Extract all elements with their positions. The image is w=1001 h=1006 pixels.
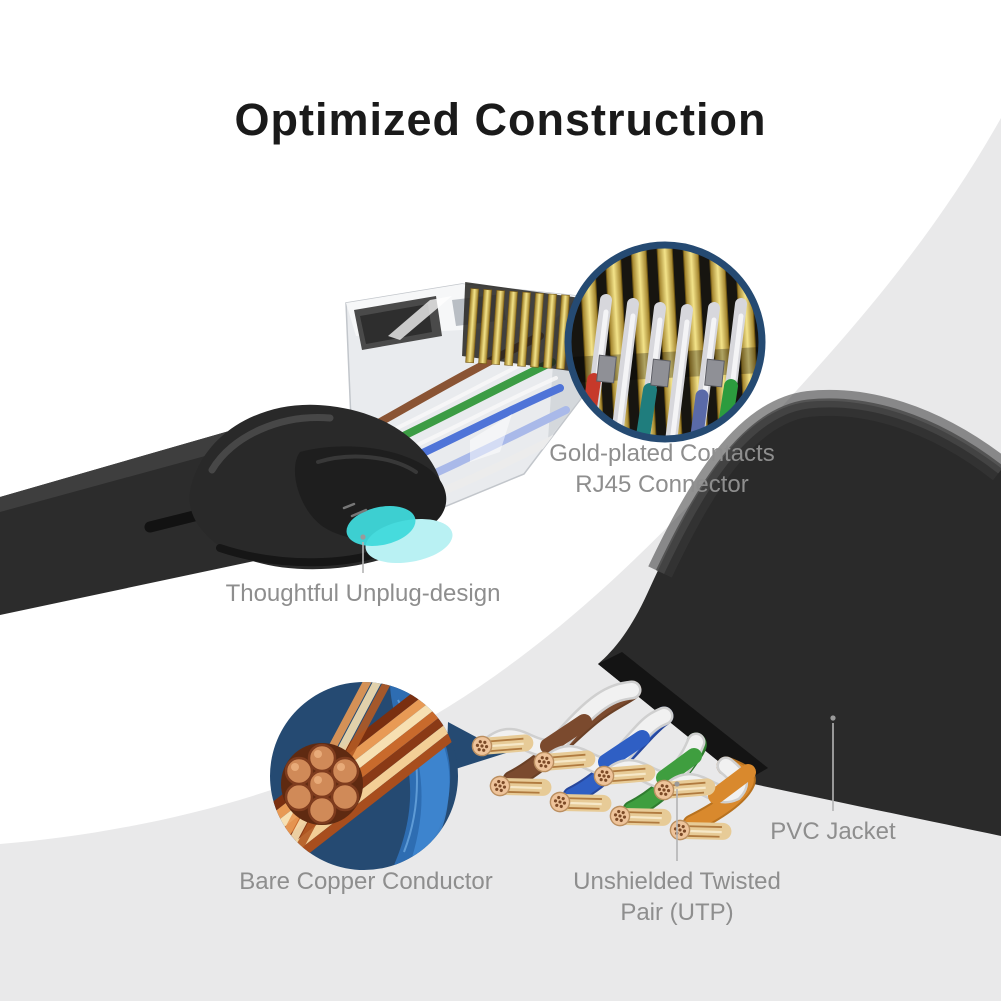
- gold-contacts-line1: Gold-plated Contacts: [549, 440, 775, 467]
- copper-cross-section: [281, 743, 363, 825]
- leader-line-utp: [674, 781, 680, 861]
- flat-cable-right: [598, 389, 1001, 836]
- leader-line-unplug: [360, 534, 366, 573]
- callout-gold-contacts: Gold-plated Contacts RJ45 Connector: [497, 438, 827, 500]
- utp-line2: Pair (UTP): [620, 899, 734, 926]
- callout-pvc-jacket: PVC Jacket: [770, 818, 896, 845]
- bare-copper-inset: [270, 682, 506, 870]
- callout-utp: Unshielded Twisted Pair (UTP): [527, 866, 827, 928]
- callout-bare-copper: Bare Copper Conductor: [239, 868, 493, 895]
- leader-lines: [360, 534, 836, 861]
- utp-line1: Unshielded Twisted: [573, 868, 781, 895]
- connector-boot: [189, 404, 453, 570]
- leader-line-pvc: [830, 715, 836, 811]
- inset-ring: [564, 241, 766, 443]
- gold-pins: [462, 282, 583, 373]
- page-title: Optimized Construction: [234, 94, 767, 145]
- callout-unplug-design: Thoughtful Unplug-design: [225, 580, 501, 607]
- gold-contacts-line2: RJ45 Connector: [575, 471, 749, 498]
- gold-contact-bars: [568, 245, 762, 439]
- cable-cut-mouth: [598, 652, 768, 782]
